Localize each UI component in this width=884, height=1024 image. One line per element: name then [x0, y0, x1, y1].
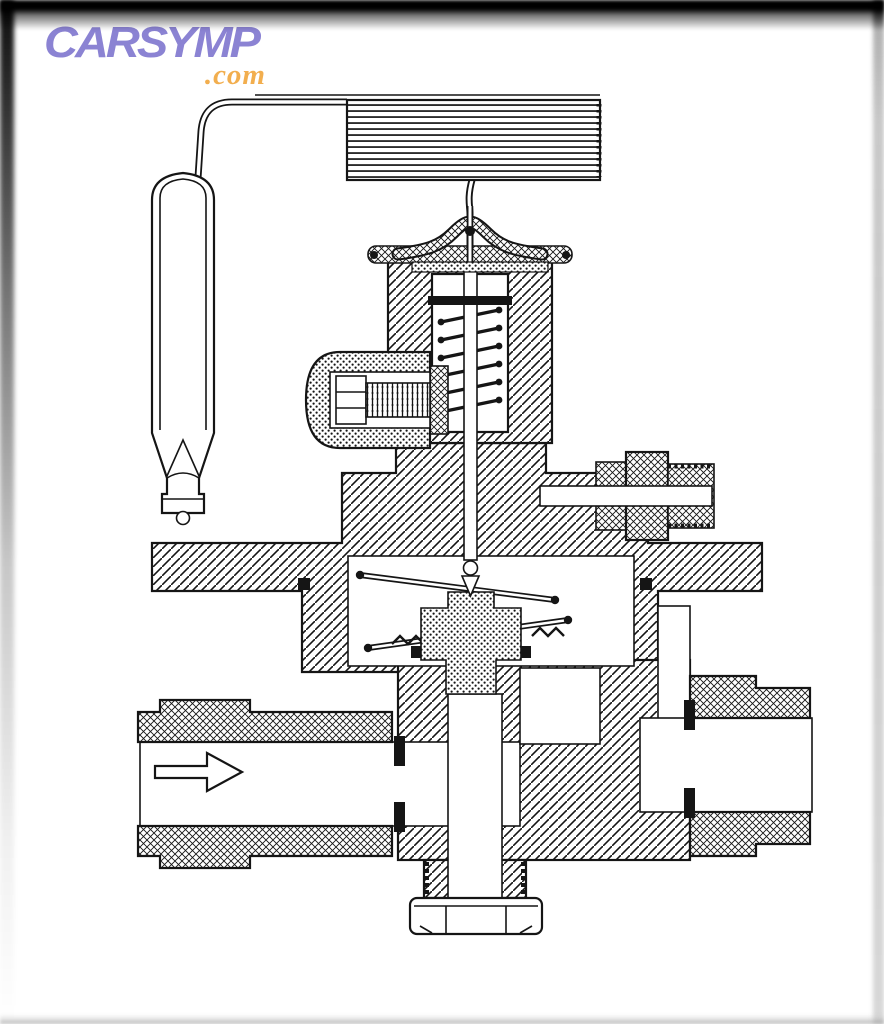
external-equalizer-port	[539, 450, 715, 542]
capillary-tube	[194, 94, 600, 260]
carrier-spring	[531, 626, 565, 638]
capillary-coil	[345, 98, 602, 182]
outlet-nut	[408, 896, 544, 936]
valve-pin-tip	[460, 575, 481, 599]
outlet-fitting	[684, 674, 812, 858]
sensing-bulb	[150, 171, 216, 526]
logo-brand-text: CARSYMP	[44, 17, 261, 67]
adjustment-stem-threads	[365, 382, 431, 418]
outlet-seal	[684, 788, 695, 818]
inlet-fitting	[136, 698, 405, 870]
pin-carrier	[420, 591, 522, 695]
push-rod	[463, 261, 478, 561]
adjustment-hex-nut	[335, 375, 367, 425]
outlet-seal	[684, 700, 695, 730]
boss-threads	[425, 862, 525, 897]
flow-passages	[139, 605, 813, 901]
gasket-seal	[298, 578, 310, 590]
site-logo: CARSYMP .com	[44, 20, 266, 90]
capillary-joint	[465, 226, 475, 236]
logo-tld-text: .com	[204, 59, 266, 91]
equalizer-bore	[539, 485, 713, 507]
adjustment-assembly	[304, 350, 449, 450]
valve-pin-ball	[462, 560, 479, 576]
gasket-seal	[640, 578, 652, 590]
inlet-seal	[394, 802, 405, 832]
diaphragm-follower-plate	[428, 296, 512, 305]
equalizer-threads	[668, 463, 714, 529]
diaphragm	[411, 261, 549, 273]
flow-arrow-icon	[153, 751, 245, 793]
power-element	[367, 206, 573, 305]
inlet-seal	[394, 736, 405, 766]
carrier-spring	[391, 634, 425, 646]
pin-carrier-chamber	[347, 555, 635, 695]
bulb-end-nub	[175, 510, 191, 526]
